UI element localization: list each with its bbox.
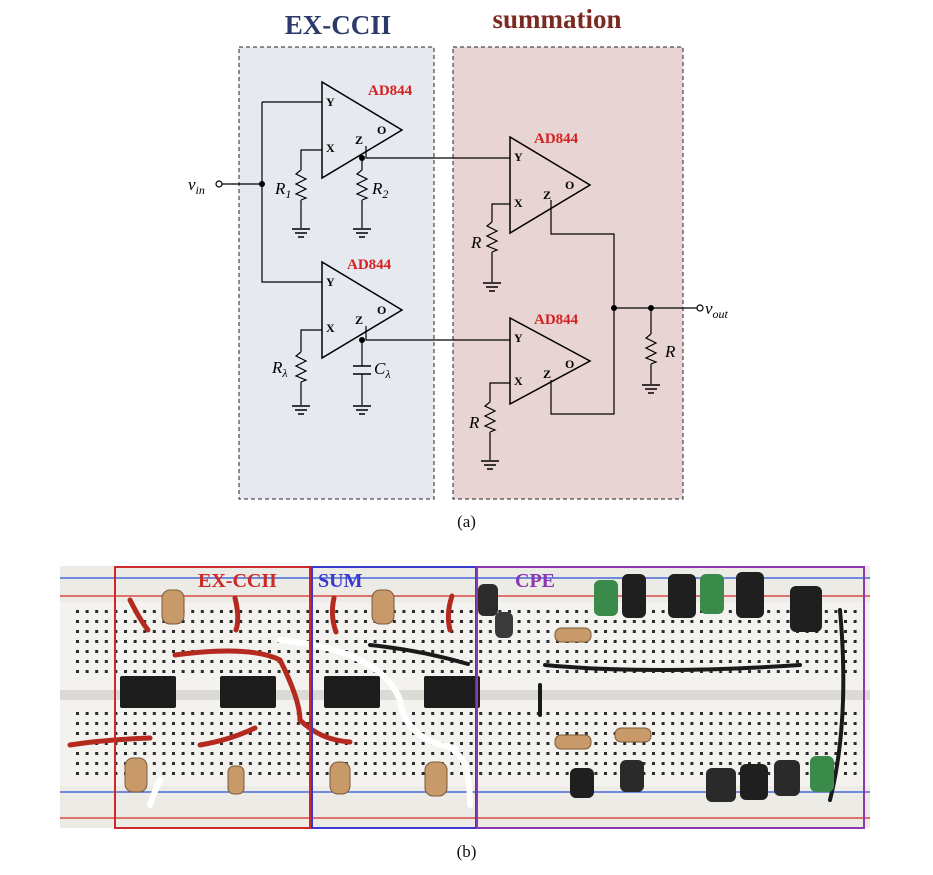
svg-text:O: O (377, 123, 386, 137)
svg-text:Z: Z (543, 188, 551, 202)
svg-text:X: X (326, 141, 335, 155)
svg-text:Y: Y (514, 150, 523, 164)
svg-text:X: X (514, 374, 523, 388)
capacitor (353, 365, 371, 375)
svg-text:Y: Y (326, 275, 335, 289)
summation-block (452, 46, 684, 500)
svg-text:Z: Z (355, 133, 363, 147)
vout-terminal (696, 304, 704, 312)
junctions (259, 155, 654, 343)
r2-label: R2 (371, 179, 388, 201)
opamp-label: AD844 (534, 312, 579, 328)
svg-text:Y: Y (514, 331, 523, 345)
opamp-label: AD844 (368, 83, 413, 99)
caption-a: (a) (457, 512, 476, 531)
rlambda-label: Rλ (271, 358, 288, 380)
r-label-output: R (664, 342, 676, 361)
breadboard-photo (60, 566, 870, 829)
opamp-excc-bottom: Y X Z O AD844 (321, 257, 404, 360)
svg-text:O: O (565, 357, 574, 371)
r1-label: R1 (274, 179, 291, 201)
svg-text:X: X (514, 196, 523, 210)
photo-excc-label: EX-CCII (198, 570, 277, 592)
vin-label: vin (188, 175, 205, 197)
photo-cpe-box (476, 566, 865, 829)
clambda-label: Cλ (374, 359, 391, 381)
excc-title: EX-CCII (285, 10, 392, 40)
opamp-excc-top: Y X Z O AD844 (321, 80, 413, 180)
photo-cpe-label: CPE (515, 570, 555, 592)
resistor-zigzags (294, 169, 658, 433)
svg-text:X: X (326, 321, 335, 335)
vin-terminal (215, 180, 223, 188)
photo-sum-label: SUM (318, 570, 363, 592)
vout-label: vout (705, 299, 729, 321)
svg-text:Z: Z (355, 313, 363, 327)
svg-text:Z: Z (543, 367, 551, 381)
svg-text:Y: Y (326, 95, 335, 109)
caption-b: (b) (456, 842, 477, 861)
svg-text:O: O (377, 303, 386, 317)
excc-block (238, 46, 435, 500)
opamp-label: AD844 (534, 131, 579, 147)
r-label-sum-top: R (470, 233, 482, 252)
opamp-sum-bottom: Y X Z O AD844 (509, 312, 592, 406)
wires (222, 101, 697, 460)
opamp-sum-top: Y X Z O AD844 (509, 131, 592, 235)
summation-title: summation (492, 4, 621, 34)
photo-excc-box (114, 566, 311, 829)
svg-text:O: O (565, 178, 574, 192)
opamp-label: AD844 (347, 257, 392, 273)
r-label-sum-bottom: R (468, 413, 480, 432)
